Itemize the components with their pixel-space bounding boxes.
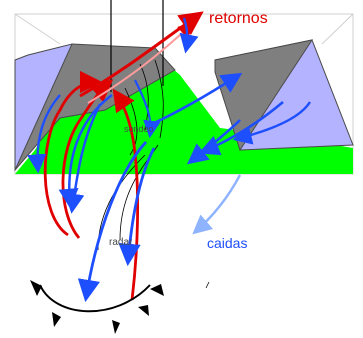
fall-arrow-top-center (179, 17, 199, 54)
label-radar: radar (109, 237, 133, 248)
fall-arrow-left-2 (64, 103, 102, 214)
radar-spike-4 (150, 284, 164, 296)
label-sondeo: sondeo (124, 124, 154, 134)
radar-spike-5 (138, 305, 149, 316)
fall-arrow-left-top (27, 94, 61, 174)
small-tick (205, 281, 210, 289)
flow-line-2 (154, 59, 164, 139)
box-diagonal-2 (321, 13, 354, 45)
label-retornos: retornos (209, 10, 268, 27)
radar-spike-1 (30, 280, 42, 296)
fall-arrow-center-2 (118, 147, 156, 267)
fall-arrow-bottom-right (192, 174, 242, 235)
box-diagonal (14, 13, 61, 45)
fall-arrow-mid (134, 79, 161, 139)
return-arrow-outer (43, 70, 103, 237)
radar-arc (39, 284, 151, 313)
label-caidas: caidas (207, 235, 247, 251)
fall-arrow-right-3 (232, 101, 312, 145)
radar-spike-2 (52, 312, 61, 327)
radar-spike-3 (112, 320, 120, 334)
fall-arrow-center (77, 141, 148, 303)
fall-arrow-left (58, 93, 113, 209)
